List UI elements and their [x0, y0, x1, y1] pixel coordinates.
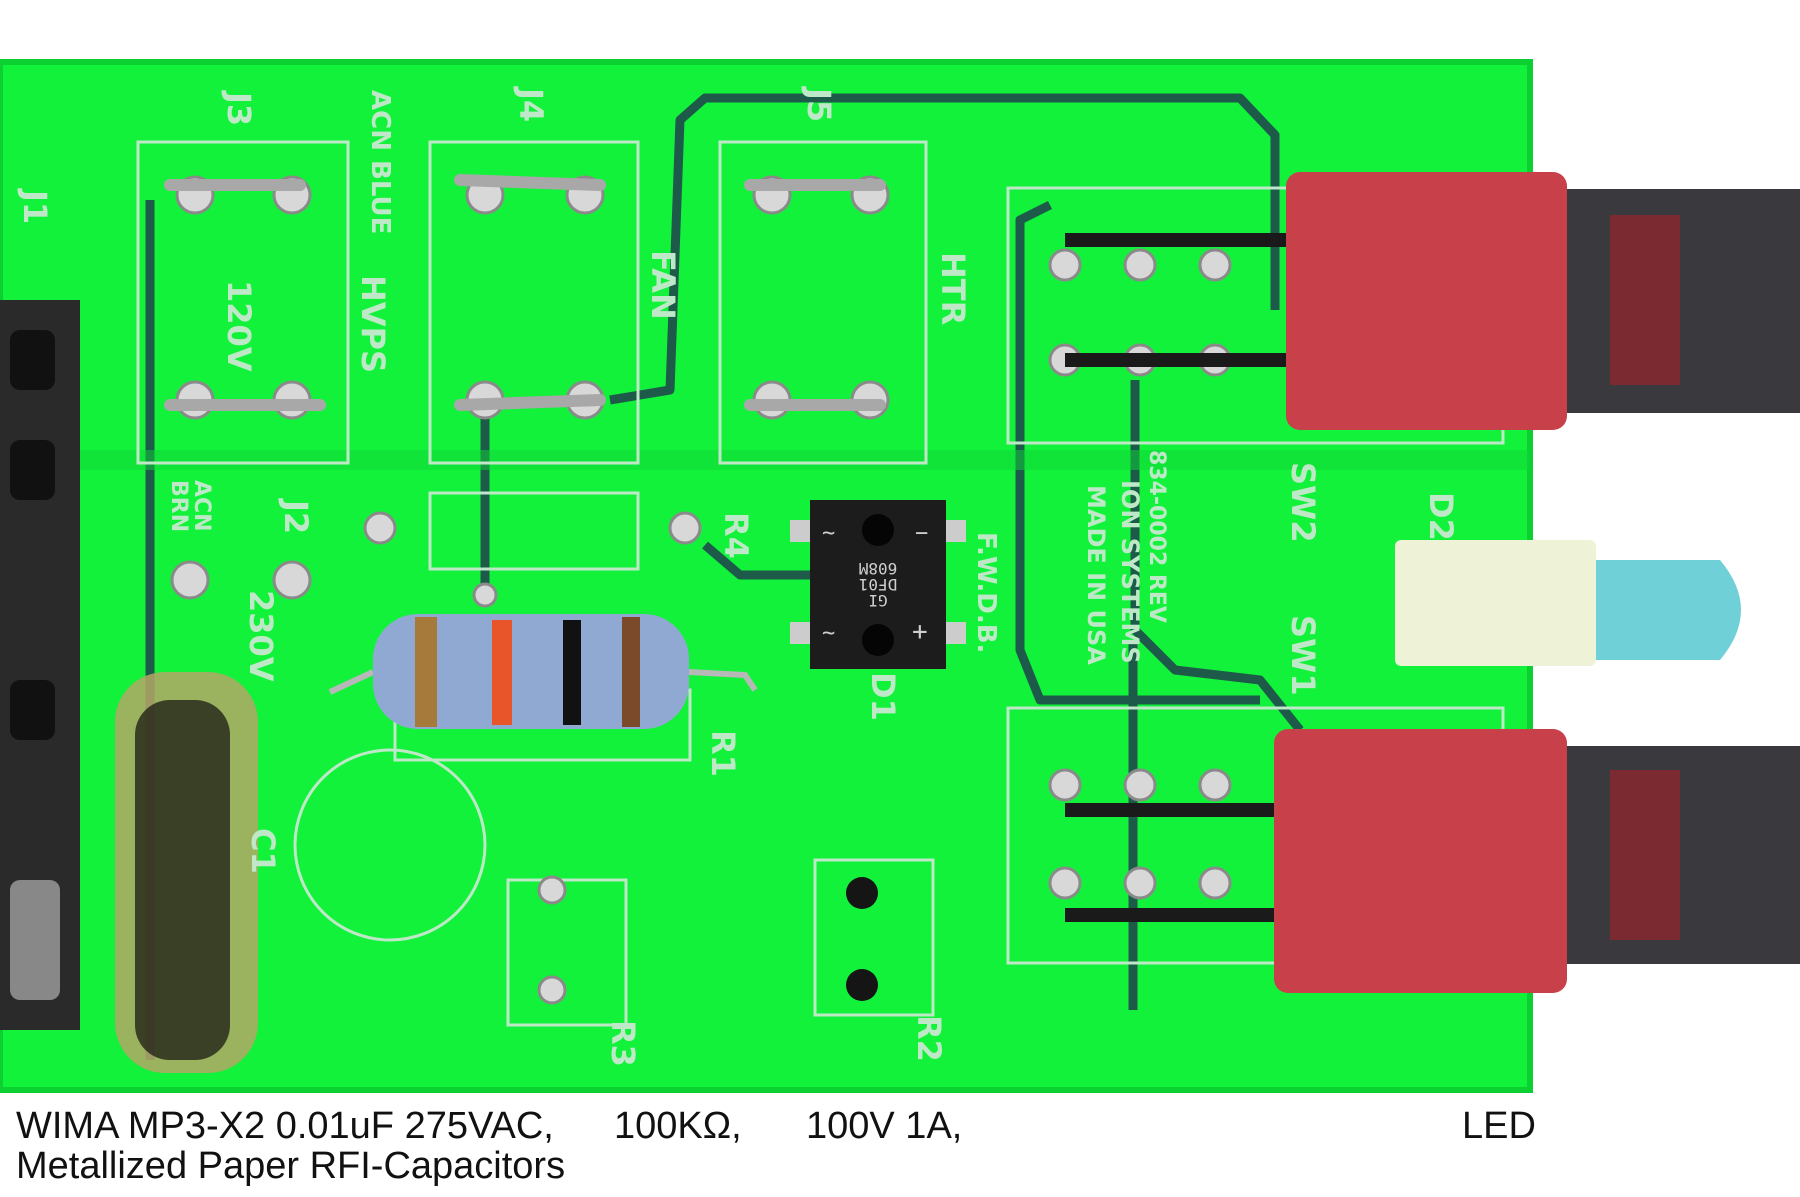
label-120v: 120V: [220, 280, 258, 372]
label-j3: J3: [220, 90, 258, 126]
resistor-100k: [328, 614, 758, 729]
label-acn-blue: ACN BLUE: [365, 90, 395, 234]
rectifier-ac-2: ~: [822, 621, 835, 646]
rectifier-ac-1: ~: [822, 521, 835, 546]
switch-sw1: [1274, 729, 1800, 993]
label-c1: C1: [244, 828, 282, 874]
label-j5: J5: [800, 86, 838, 122]
label-j1: J1: [16, 188, 54, 224]
connector-j1: [0, 300, 80, 1030]
label-acn-brn-2: BRN: [166, 480, 191, 532]
rectifier-marking-date: 608M: [859, 559, 898, 578]
label-sw1: SW1: [1284, 615, 1322, 696]
label-r2: R2: [910, 1015, 948, 1062]
label-made-in-usa: MADE IN USA: [1082, 485, 1110, 665]
label-fan: FAN: [644, 250, 682, 320]
copper-traces: [80, 93, 1530, 1060]
rectifier-minus: −: [915, 521, 928, 546]
bridge-rectifier: GI DF01 608M − + ~ ~: [790, 500, 966, 669]
capacitor-c1: [115, 672, 258, 1073]
caption-resistor: 100KΩ,: [614, 1105, 742, 1147]
label-j2: J2: [277, 498, 315, 534]
label-hvps: HVPS: [354, 275, 392, 373]
label-r1: R1: [704, 730, 742, 777]
rectifier-marking-part: DF01: [859, 575, 898, 594]
switch-sw2: [1286, 172, 1800, 430]
label-ion-systems: ION SYSTEMS: [1116, 480, 1144, 664]
label-part-number: 834-0002 REV: [1144, 450, 1169, 623]
rectifier-marking-gi: GI: [868, 591, 887, 610]
label-r4: R4: [717, 512, 755, 559]
switch-leads: [1065, 233, 1290, 922]
caption-capacitor-line2: Metallized Paper RFI-Capacitors: [16, 1145, 566, 1187]
label-d2: D2: [1422, 492, 1460, 541]
label-htr: HTR: [934, 252, 972, 325]
label-r3: R3: [604, 1020, 642, 1067]
jumper-wires: [164, 174, 886, 411]
rectifier-plus: +: [912, 617, 928, 647]
led-d2: [1395, 540, 1741, 666]
label-fwdb: F.W.D.B.: [971, 532, 1001, 653]
caption-rectifier: 100V 1A,: [806, 1105, 963, 1147]
label-sw2: SW2: [1284, 462, 1322, 543]
label-acn-brn-1: ACN: [189, 480, 214, 532]
label-j4: J4: [512, 86, 550, 122]
caption-led: LED: [1462, 1105, 1536, 1147]
label-230v: 230V: [242, 590, 280, 682]
label-d1: D1: [864, 672, 902, 721]
caption-capacitor-line1: WIMA MP3-X2 0.01uF 275VAC,: [16, 1105, 554, 1147]
